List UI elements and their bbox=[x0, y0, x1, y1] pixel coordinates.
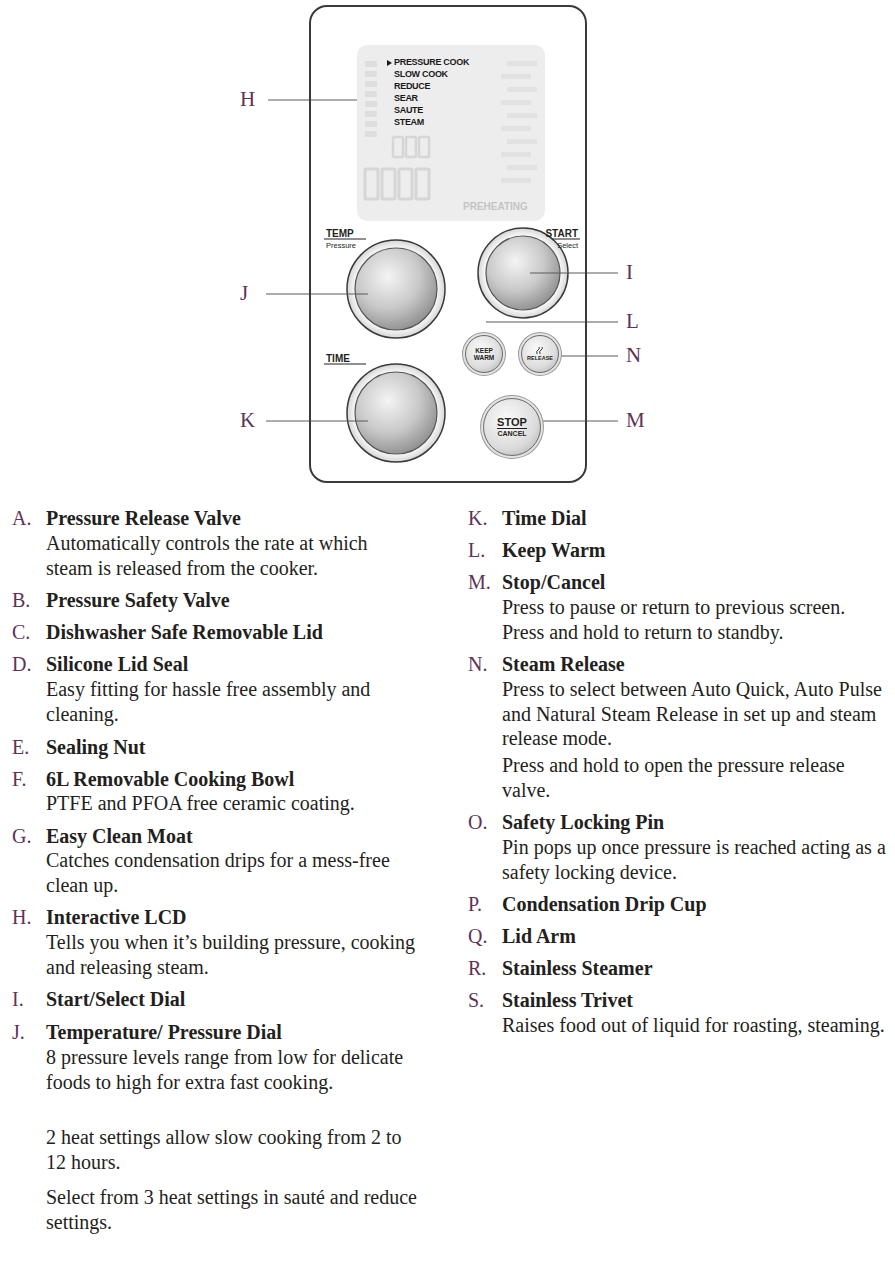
part-description: Catches condensation drips for a mess-fr… bbox=[46, 848, 418, 897]
callout-letter: M bbox=[626, 408, 645, 433]
part-name: Stainless Trivet bbox=[502, 988, 633, 1012]
button-label: CANCEL bbox=[497, 429, 526, 439]
part-name: Stop/Cancel bbox=[502, 570, 605, 594]
button-label: STOP bbox=[497, 416, 527, 429]
callout-letter: J bbox=[240, 281, 248, 306]
part-description: Press and hold to open the pressure rele… bbox=[502, 753, 890, 802]
release-button: RELEASE bbox=[521, 335, 559, 373]
part-name: Sealing Nut bbox=[46, 735, 145, 759]
part-name: Temperature/ Pressure Dial bbox=[46, 1020, 282, 1044]
lcd-segments bbox=[357, 45, 545, 221]
lcd-status: PREHEATING bbox=[463, 201, 528, 212]
steam-icon bbox=[535, 346, 545, 355]
part-name: Keep Warm bbox=[502, 538, 606, 562]
dial-subheading: Pressure bbox=[326, 241, 356, 250]
part-letter: A. bbox=[12, 506, 31, 530]
callout-letter: I bbox=[626, 260, 633, 285]
part-description: 2 heat settings allow slow cooking from … bbox=[46, 1125, 418, 1174]
part-name: Stainless Steamer bbox=[502, 956, 653, 980]
part-letter: S. bbox=[468, 988, 484, 1012]
part-description: Automatically controls the rate at which… bbox=[46, 531, 418, 580]
part-name: Easy Clean Moat bbox=[46, 824, 193, 848]
button-label: KEEP WARM bbox=[471, 347, 497, 361]
part-letter: P. bbox=[468, 892, 482, 916]
mode-item: SEAR bbox=[394, 93, 418, 103]
dial-heading: TIME bbox=[326, 353, 350, 364]
mode-item: PRESSURE COOK bbox=[394, 57, 469, 67]
callout-letter: N bbox=[626, 343, 641, 368]
part-description: Press to select between Auto Quick, Auto… bbox=[502, 677, 890, 751]
part-letter: K. bbox=[468, 506, 487, 530]
part-letter: L. bbox=[468, 538, 485, 562]
part-letter: R. bbox=[468, 956, 486, 980]
part-description: Select from 3 heat settings in sauté and… bbox=[46, 1185, 418, 1234]
stop-cancel-button: STOPCANCEL bbox=[483, 398, 541, 456]
part-description: Pin pops up once pressure is reached act… bbox=[502, 835, 890, 884]
time-dial bbox=[347, 364, 445, 462]
part-letter: J. bbox=[12, 1020, 25, 1044]
lcd-screen: PRESSURE COOK SLOW COOK REDUCE SEAR SAUTE STE… bbox=[357, 45, 545, 221]
mode-item: SLOW COOK bbox=[394, 69, 448, 79]
dial-heading: START bbox=[545, 228, 578, 239]
mode-item: SAUTE bbox=[394, 105, 423, 115]
part-name: Start/Select Dial bbox=[46, 987, 185, 1011]
part-letter: O. bbox=[468, 810, 487, 834]
part-description: Raises food out of liquid for roasting, … bbox=[502, 1013, 890, 1038]
part-letter: C. bbox=[12, 620, 30, 644]
callout-letter: L bbox=[626, 309, 639, 334]
part-letter: B. bbox=[12, 588, 30, 612]
part-description: Press and hold to return to standby. bbox=[502, 620, 890, 645]
dial-subheading: Select bbox=[557, 241, 578, 250]
callout-letter: K bbox=[240, 408, 255, 433]
part-description: PTFE and PFOA free ceramic coating. bbox=[46, 791, 418, 816]
part-name: Safety Locking Pin bbox=[502, 810, 664, 834]
mode-item: STEAM bbox=[394, 117, 424, 127]
part-name: Pressure Release Valve bbox=[46, 506, 241, 530]
dial-heading: TEMP bbox=[326, 228, 354, 239]
part-name: 6L Removable Cooking Bowl bbox=[46, 767, 294, 791]
part-name: Pressure Safety Valve bbox=[46, 588, 230, 612]
part-description: Tells you when it’s building pressure, c… bbox=[46, 930, 418, 979]
part-letter: G. bbox=[12, 824, 31, 848]
part-name: Time Dial bbox=[502, 506, 587, 530]
part-letter: E. bbox=[12, 735, 29, 759]
part-letter: F. bbox=[12, 767, 27, 791]
part-name: Silicone Lid Seal bbox=[46, 652, 188, 676]
temp-dial bbox=[347, 240, 445, 338]
part-letter: I. bbox=[12, 987, 24, 1011]
part-name: Lid Arm bbox=[502, 924, 576, 948]
part-description: 8 pressure levels range from low for del… bbox=[46, 1045, 418, 1094]
button-label: RELEASE bbox=[527, 355, 553, 362]
mode-item: REDUCE bbox=[394, 81, 430, 91]
part-letter: M. bbox=[468, 570, 491, 594]
part-letter: Q. bbox=[468, 924, 487, 948]
part-description: Press to pause or return to previous scr… bbox=[502, 595, 890, 620]
control-panel: TEMP Pressure START SelectTIME PRESSURE COOK… bbox=[309, 5, 587, 483]
part-name: Steam Release bbox=[502, 652, 625, 676]
part-name: Dishwasher Safe Removable Lid bbox=[46, 620, 323, 644]
callout-letter: H bbox=[240, 87, 255, 112]
keep-warm-button: KEEP WARM bbox=[465, 335, 503, 373]
part-name: Interactive LCD bbox=[46, 905, 187, 929]
part-letter: N. bbox=[468, 652, 487, 676]
part-letter: H. bbox=[12, 905, 31, 929]
part-description: Easy fitting for hassle free assembly an… bbox=[46, 677, 418, 726]
part-letter: D. bbox=[12, 652, 31, 676]
part-name: Condensation Drip Cup bbox=[502, 892, 707, 916]
